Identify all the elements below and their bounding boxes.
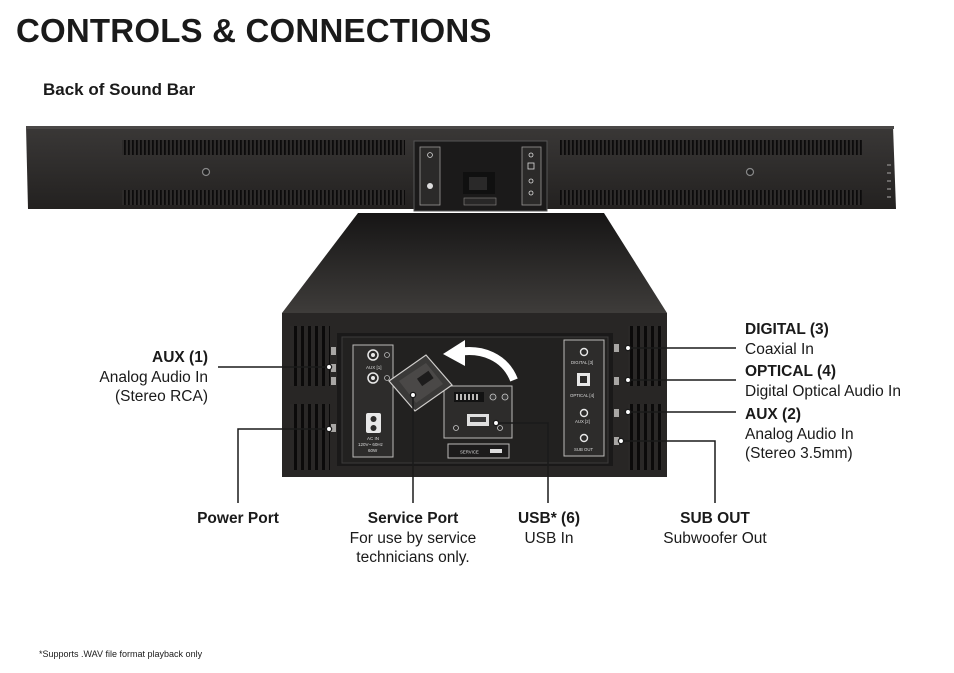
panel-label-ac-rating: 120V~ 60Hz [358,442,384,447]
section-subtitle: Back of Sound Bar [43,80,196,99]
panel-label-sub-out: SUB OUT [574,447,593,452]
callout-service-line2: technicians only. [356,549,470,566]
ac-power-socket [366,413,381,433]
panel-label-aux-1: AUX [1] [366,365,382,370]
leader-usb [494,422,549,503]
callout-optical: OPTICAL (4) Digital Optical Audio In [745,362,950,401]
callout-lines [218,347,736,503]
callout-usb: USB* (6) USB In [490,509,608,548]
aux-2-jack [579,408,589,418]
callout-optical-line1: Digital Optical Audio In [745,382,901,400]
callout-usb-line1: USB In [524,529,574,547]
callout-sub-line1: Subwoofer Out [663,529,767,547]
callout-optical-heading: OPTICAL (4) [745,363,836,380]
leader-power [237,428,330,503]
zoom-projection [282,213,667,313]
panel-label-optical: OPTICAL [4] [570,393,594,398]
callout-aux-2-line2: (Stereo 3.5mm) [745,445,853,462]
page-title: CONTROLS & CONNECTIONS [16,12,492,49]
panel-label-digital: DIGITAL [3] [571,360,593,365]
callout-power-heading: Power Port [197,510,279,527]
mount-hole-right [745,167,755,177]
callout-sub-out: SUB OUT Subwoofer Out [640,509,790,548]
callout-sub-heading: SUB OUT [680,510,750,527]
aux-1-rca-jack [367,349,379,361]
soundbar-back-view [26,126,896,212]
callout-service: Service Port For use by service technici… [328,509,498,568]
sub-out-jack [579,433,589,443]
callout-aux-2-line1: Analog Audio In [745,425,854,443]
callout-aux-2: AUX (2) Analog Audio In (Stereo 3.5mm) [745,405,945,464]
enlarged-connection-panel: AUX [1] AC IN 120V~ 60Hz 60W DIGITAL [3]… [282,313,667,477]
callout-digital-line1: Coaxial In [745,340,814,358]
service-port-cover [388,354,453,412]
callout-aux-1-line2: (Stereo RCA) [114,388,208,405]
panel-label-service: SERVICE [460,450,479,455]
callout-aux-1-heading: AUX (1) [152,349,208,366]
callout-digital: DIGITAL (3) Coaxial In [745,320,945,359]
digital-coax-jack [579,347,589,357]
footnote: *Supports .WAV file format playback only [39,649,203,659]
panel-label-ac-in: AC IN [367,436,379,441]
callout-aux-1-line1: Analog Audio In [99,368,208,386]
mount-hole-left [201,167,211,177]
callout-power: Power Port [178,509,298,529]
panel-label-aux-2: AUX [2] [575,419,590,424]
callout-service-heading: Service Port [367,510,459,527]
callout-service-line1: For use by service [349,529,477,547]
callout-aux-2-heading: AUX (2) [745,406,801,423]
callout-digital-heading: DIGITAL (3) [745,321,829,338]
callout-usb-heading: USB* (6) [517,510,580,527]
leader-sub [619,440,716,503]
panel-label-ac-watts: 60W [368,448,378,453]
callout-aux-1: AUX (1) Analog Audio In (Stereo RCA) [60,348,208,407]
